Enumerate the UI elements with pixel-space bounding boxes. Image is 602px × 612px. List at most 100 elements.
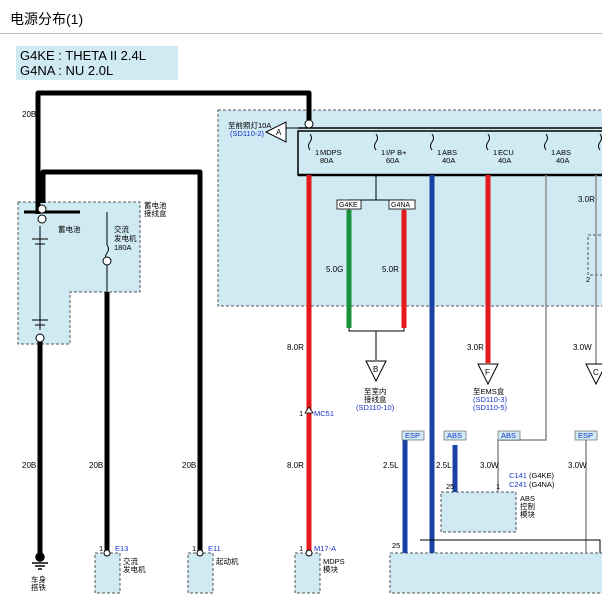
battery-box-labels: 蓄电池 接线盒 蓄电池 交流 发电机 180A bbox=[58, 200, 167, 252]
variant-g4na: G4NA bbox=[391, 202, 410, 209]
abs-module-label: 模块 bbox=[520, 509, 535, 519]
wire-labels: 20B 20B 20B 20B 5.0G 5.0R 8.0R 8.0R 3.0R… bbox=[22, 110, 595, 470]
starter-label: 起动机 bbox=[216, 556, 239, 566]
fuse-name: ECU bbox=[498, 148, 514, 157]
abs-module-label: ABS bbox=[520, 494, 535, 503]
mdps-module-label-2: 模块 bbox=[323, 564, 338, 574]
ref-arrow-f bbox=[477, 363, 499, 386]
connector-e11: E11 bbox=[208, 544, 221, 553]
variant-tags: G4KE G4NA bbox=[339, 202, 410, 209]
alternator-component bbox=[94, 552, 121, 594]
wire-label: 5.0G bbox=[326, 265, 343, 274]
wire-label: 20B bbox=[22, 461, 36, 470]
wire-label: 2.5L bbox=[383, 461, 399, 470]
ref-arrow-a bbox=[264, 121, 287, 143]
ref-arrow-c bbox=[585, 363, 602, 386]
wire-label: 3.0W bbox=[568, 461, 587, 470]
fuse-name: ABS bbox=[442, 148, 457, 157]
ref-labels: B 至室内 接线盒 (SD110-10) F 至EMS盒 (SD110-3) (… bbox=[356, 365, 599, 412]
ref-arrows bbox=[264, 121, 602, 386]
black-wires bbox=[24, 90, 312, 553]
pin-number: 25 bbox=[446, 482, 454, 491]
ref-b-line2: 接线盒 bbox=[364, 394, 387, 404]
wire-label: 2.5L bbox=[436, 461, 452, 470]
fuse-num: 1 bbox=[437, 148, 441, 157]
connector-abs: ABS bbox=[501, 431, 516, 440]
wire-label: 20B bbox=[182, 461, 196, 470]
pin-number: 1 bbox=[496, 482, 500, 491]
ref-a-letter: A bbox=[276, 128, 282, 137]
fuse-rating: 80A bbox=[320, 156, 333, 165]
connector-c241-tag: (G4NA) bbox=[529, 480, 555, 489]
fuse-rating: 40A bbox=[556, 156, 569, 165]
wire-label: 20B bbox=[89, 461, 103, 470]
alt-label: 交流 bbox=[114, 224, 129, 234]
connector-mc51: MC51 bbox=[314, 409, 334, 418]
connector-esp: ESP bbox=[578, 431, 593, 440]
wire-label: 3.0R bbox=[467, 343, 484, 352]
ground-label-2: 搭铁 bbox=[31, 582, 46, 592]
battery-box-title2: 接线盒 bbox=[144, 208, 167, 218]
connector-abs: ABS bbox=[447, 431, 462, 440]
variant-g4ke: G4KE bbox=[339, 202, 358, 209]
fuse-busbar bbox=[297, 127, 602, 177]
wire-starter-20b bbox=[40, 169, 203, 553]
ref-a-code: (SD110-2) bbox=[230, 129, 265, 138]
alternator-label-2: 发电机 bbox=[123, 564, 146, 574]
alternator-label-1: 交流 bbox=[123, 556, 138, 566]
page-title: 电源分布(1) bbox=[10, 11, 84, 27]
connector-labels: 1 MC51 ESP ABS ABS ESP C141 (G4KE) C241 … bbox=[31, 275, 598, 592]
ref-arrow-b bbox=[365, 360, 387, 383]
bottom-module-box bbox=[389, 552, 602, 594]
wire-label: 5.0R bbox=[382, 265, 399, 274]
wire-label: 8.0R bbox=[287, 343, 304, 352]
pin-number: 2 bbox=[586, 275, 590, 284]
connector-esp: ESP bbox=[405, 431, 420, 440]
fuse-num: 1 bbox=[493, 148, 497, 157]
abs-module-box bbox=[440, 491, 517, 533]
wire-label: 8.0R bbox=[287, 461, 304, 470]
engine-line-1: G4KE : THETA II 2.4L bbox=[20, 48, 146, 63]
ref-a-label: 至前照灯10A bbox=[228, 120, 271, 130]
fuse-rating: 60A bbox=[386, 156, 399, 165]
ref-b-letter: B bbox=[373, 365, 378, 374]
alt-fuse: 180A bbox=[114, 243, 132, 252]
connector-c141-tag: (G4KE) bbox=[529, 471, 555, 480]
starter-component bbox=[187, 552, 214, 594]
pin-number: 1 bbox=[192, 544, 196, 553]
pin-number: 1 bbox=[299, 544, 303, 553]
connector-m17: M17-A bbox=[314, 544, 336, 553]
ref-b-line1: 至室内 bbox=[364, 386, 387, 396]
pin-number: 1 bbox=[99, 544, 103, 553]
pin-number: 25 bbox=[392, 541, 400, 550]
fuse-num: 1 bbox=[381, 148, 385, 157]
wire-label: 20B bbox=[22, 110, 36, 119]
mdps-module-box bbox=[294, 552, 321, 594]
battery-junction-box bbox=[17, 201, 141, 345]
battery-box-title: 蓄电池 bbox=[144, 200, 167, 210]
engine-line-2: G4NA : NU 2.0L bbox=[20, 63, 114, 78]
white-wires bbox=[497, 175, 597, 553]
mdps-module-label-1: MDPS bbox=[323, 557, 345, 566]
ref-f-code2: (SD110-5) bbox=[473, 403, 508, 412]
connector-dots bbox=[103, 549, 313, 557]
alt-label2: 发电机 bbox=[114, 233, 137, 243]
battery-nodes bbox=[35, 119, 314, 343]
ref-f-letter: F bbox=[485, 368, 490, 377]
ground-symbol bbox=[32, 552, 48, 570]
pin-number: 1 bbox=[299, 409, 303, 418]
wire-label: 3.0W bbox=[480, 461, 499, 470]
fuse-name: MDPS bbox=[320, 148, 342, 157]
fuse-num: 1 bbox=[551, 148, 555, 157]
fusebox-labels: 至前照灯10A (SD110-2) A 1 MDPS 80A 1 I/P B+ … bbox=[228, 120, 571, 165]
fuse-rating: 40A bbox=[442, 156, 455, 165]
title-bar: 电源分布(1) bbox=[0, 0, 602, 34]
abs-module-label: 控制 bbox=[520, 501, 535, 511]
wire-label: 3.0W bbox=[573, 343, 592, 352]
ref-f-line1: 至EMS盒 bbox=[473, 386, 505, 396]
ground-label-1: 车身 bbox=[31, 574, 46, 584]
ref-b-code: (SD110-10) bbox=[356, 403, 395, 412]
connector-c241: C241 bbox=[509, 480, 527, 489]
fuse-name: I/P B+ bbox=[386, 148, 407, 157]
